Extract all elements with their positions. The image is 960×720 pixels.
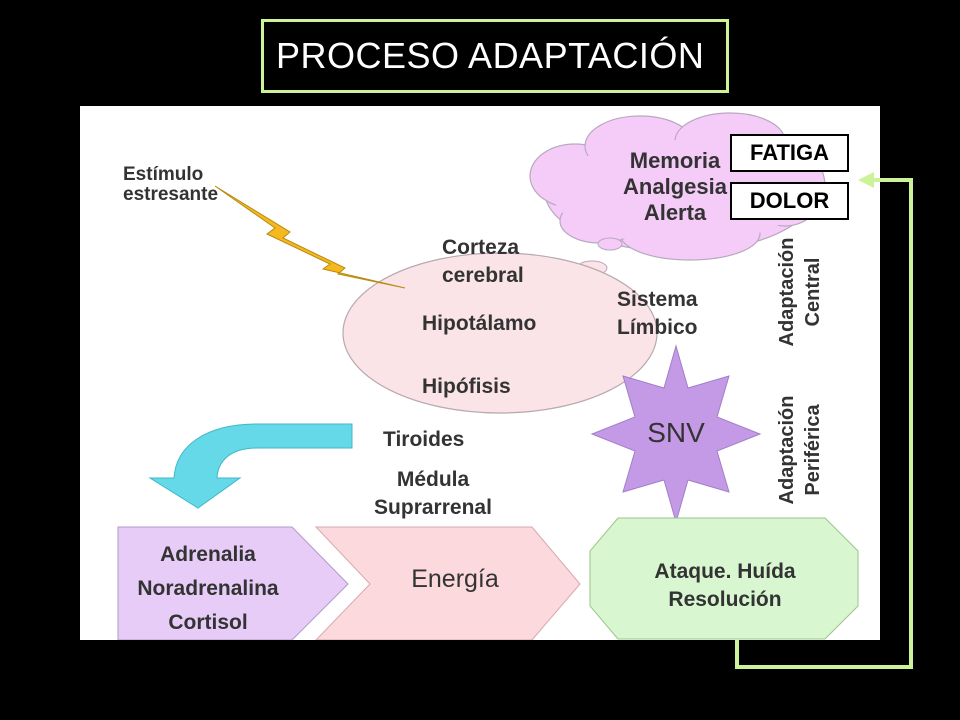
limbico-line1: Sistema (617, 288, 698, 311)
cloud-line3: Alerta (643, 200, 707, 225)
feedback-arrowhead (858, 172, 874, 188)
corteza-line1: Corteza (442, 236, 520, 259)
response-line1: Ataque. Huída (654, 560, 796, 583)
tiroides-label: Tiroides (383, 428, 465, 451)
snv-label: SNV (647, 417, 705, 448)
medula-line2: Suprarrenal (374, 496, 492, 519)
cloud-line2: Analgesia (623, 174, 727, 199)
stimulus-line2: estresante (123, 183, 219, 205)
limbico-label: Sistema Límbico (617, 286, 698, 342)
medula-label: Médula Suprarrenal (363, 466, 503, 522)
diagram-shapes (117, 112, 859, 640)
response-octagon (589, 517, 859, 640)
hormones-label: Adrenalia Noradrenalina Cortisol (118, 538, 298, 640)
corteza-line2: cerebral (442, 264, 524, 287)
response-label: Ataque. Huída Resolución (600, 558, 850, 614)
fatiga-box: FATIGA (730, 134, 849, 172)
hormone-adrenalia: Adrenalia (160, 543, 256, 566)
energy-label: Energía (411, 565, 499, 593)
hipotalamo-label: Hipotálamo (422, 312, 537, 335)
stimulus-line1: Estímulo (123, 164, 204, 185)
cloud-line1: Memoria (629, 148, 721, 173)
medula-line1: Médula (396, 468, 470, 491)
hormones-chevron (117, 526, 349, 640)
dolor-box: DOLOR (730, 182, 849, 220)
stimulus-label: Estímulo estresante (123, 165, 218, 205)
energy-chevron (314, 526, 581, 640)
hormone-cortisol: Cortisol (168, 611, 248, 634)
corteza-label: Corteza cerebral (442, 234, 524, 290)
page-title: PROCESO ADAPTACIÓN (276, 35, 705, 76)
response-line2: Resolución (668, 588, 782, 611)
limbico-line2: Límbico (617, 316, 698, 339)
brain-ellipse (342, 252, 658, 414)
thought-cloud (529, 112, 826, 296)
cloud-label: Memoria Analgesia Alerta (595, 148, 755, 226)
title-box: PROCESO ADAPTACIÓN (261, 19, 729, 93)
hipofisis-label: Hipófisis (422, 375, 511, 398)
hormone-noradrenalina: Noradrenalina (137, 577, 279, 600)
curved-arrow (148, 423, 353, 509)
lightning-bolt (214, 185, 406, 289)
